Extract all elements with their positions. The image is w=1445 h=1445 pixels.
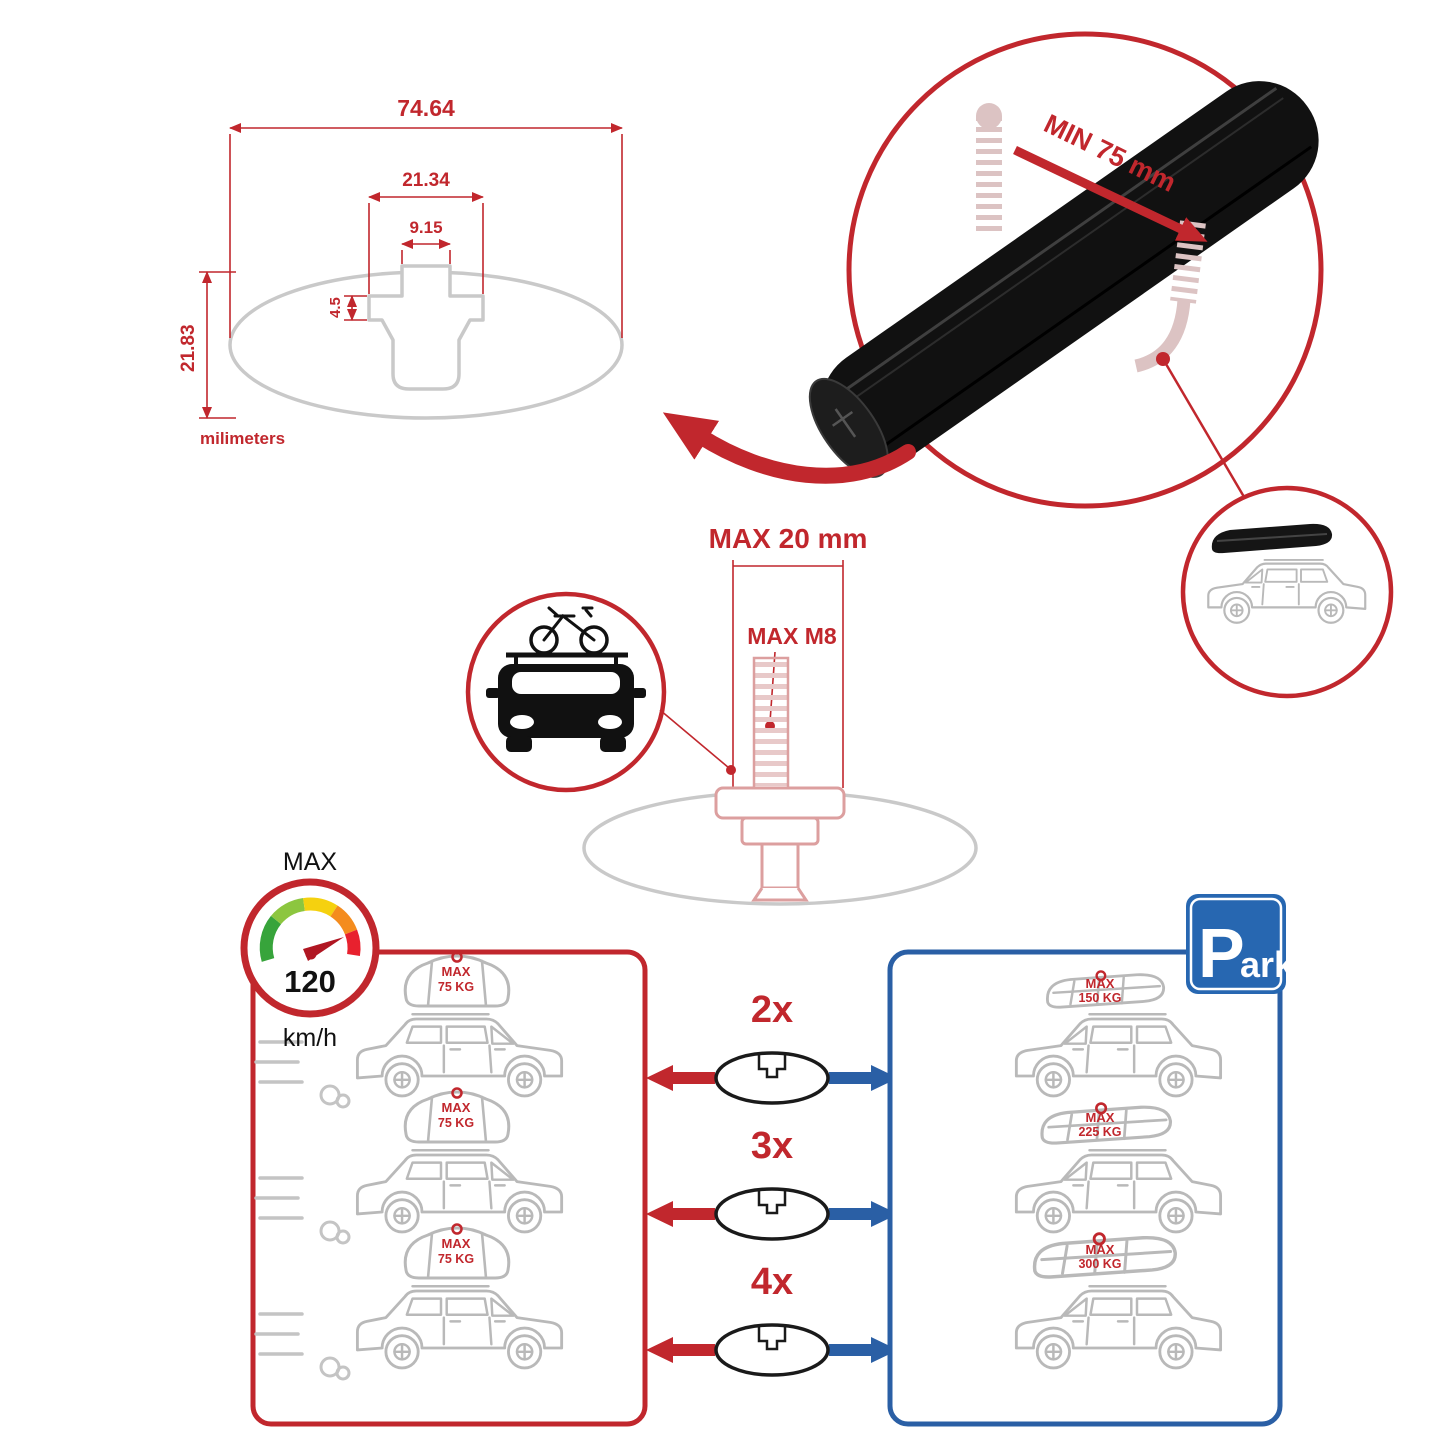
car-front-icon (486, 652, 646, 752)
extension-lines-step (344, 295, 367, 321)
cargo-label-max-3: MAX (442, 1236, 471, 1251)
cargo-label-max-1: MAX (442, 964, 471, 979)
extension-lines-total-width (229, 134, 623, 338)
leader-to-suv-circle (1164, 363, 1249, 503)
crossbar-count-icon (646, 1187, 898, 1241)
driving-car-row: MAX 75 KG (254, 951, 564, 1109)
parking-ark: ark (1240, 944, 1295, 985)
dimension-diagram: 74.64 21.34 9.15 4.5 21.83 milimeters (178, 95, 624, 448)
cargo-label-max-2: MAX (442, 1100, 471, 1115)
extension-lines-slot-width (401, 250, 451, 264)
parked-car-row: MAX 150 KG (1014, 969, 1223, 1098)
cargo-weight-3: 75 KG (438, 1252, 474, 1266)
clamp-point-dot (1156, 352, 1170, 366)
parked-label-max-1: MAX (1086, 976, 1115, 991)
parked-label-max-3: MAX (1086, 1242, 1115, 1257)
bolt-leader-dot (726, 765, 736, 775)
crossbar-count-icon (646, 1323, 898, 1377)
parking-sign-plate (1186, 894, 1286, 994)
parked-weight-2: 225 KG (1078, 1125, 1121, 1139)
max-width-bracket (732, 560, 844, 572)
crossbar-detail-circle: MIN 75 mm (662, 31, 1324, 509)
dim-slot-width-label: 9.15 (409, 218, 442, 237)
crossbar-count-icon (646, 1051, 898, 1105)
parked-car-row: MAX 300 KG (1014, 1231, 1223, 1370)
max-thread-label: MAX M8 (747, 623, 837, 649)
max-width-extension-lines (732, 572, 844, 788)
crossbar-profile-icon (714, 1187, 830, 1241)
driving-car-row: MAX 75 KG (254, 1223, 564, 1381)
roof-box-icon (1211, 523, 1333, 554)
speed-limit-box: MAX 75 KG MAX 75 KG MAX 75 KG (250, 949, 648, 1427)
multiplier-label-2: 3x (751, 1125, 793, 1167)
clamp-thread-top-icon (976, 103, 1002, 235)
parking-sign: P ark (1186, 894, 1295, 994)
speed-max-label: MAX (283, 848, 338, 876)
dim-step-label: 4.5 (327, 297, 344, 318)
parked-weight-3: 300 KG (1078, 1257, 1121, 1271)
extension-lines-upper-width (368, 203, 484, 294)
suv-roofbox-circle (1180, 485, 1394, 699)
cargo-weight-2: 75 KG (438, 1116, 474, 1130)
crossbar-profile-icon (714, 1051, 830, 1105)
bolt-diagram: MAX 20 mm MAX M8 (465, 523, 978, 906)
roof-box-lid-line (1216, 533, 1328, 542)
crossbar-profile-icon (714, 1323, 830, 1377)
dim-upper-width-label: 21.34 (402, 170, 450, 191)
parking-letter: P (1198, 914, 1245, 992)
bike-car-circle (465, 591, 736, 793)
clamp-channel-outline (367, 264, 485, 391)
parking-box: MAX 150 KG MAX 225 KG MAX 300 KG (887, 949, 1283, 1427)
speed-unit: km/h (283, 1024, 337, 1052)
parked-car-row: MAX 225 KG (1014, 1101, 1223, 1234)
crossbar-icon (808, 81, 1319, 478)
dim-height-label: 21.83 (178, 324, 199, 372)
speed-value: 120 (284, 964, 336, 999)
speedometer: MAX 120 km/h (240, 848, 380, 1052)
multiplier-label-1: 2x (751, 989, 793, 1031)
dim-total-width-label: 74.64 (397, 95, 455, 121)
zoom-callout-arrow (662, 412, 916, 484)
multiplier-column: 2x 3x 4x (646, 989, 898, 1377)
unit-label: milimeters (200, 429, 285, 448)
parking-sign-inner-border (1189, 897, 1283, 991)
max-width-label: MAX 20 mm (709, 523, 868, 554)
bolt-leader-line (659, 709, 730, 769)
min-clamp-arrow (1013, 145, 1208, 242)
multiplier-label-3: 4x (751, 1261, 793, 1303)
driving-car-row: MAX 75 KG (254, 1087, 564, 1245)
speedometer-icon: 120 (240, 878, 380, 1018)
parked-label-max-2: MAX (1086, 1110, 1115, 1125)
parked-weight-1: 150 KG (1078, 991, 1121, 1005)
cargo-weight-1: 75 KG (438, 980, 474, 994)
t-bolt-icon (714, 656, 846, 902)
